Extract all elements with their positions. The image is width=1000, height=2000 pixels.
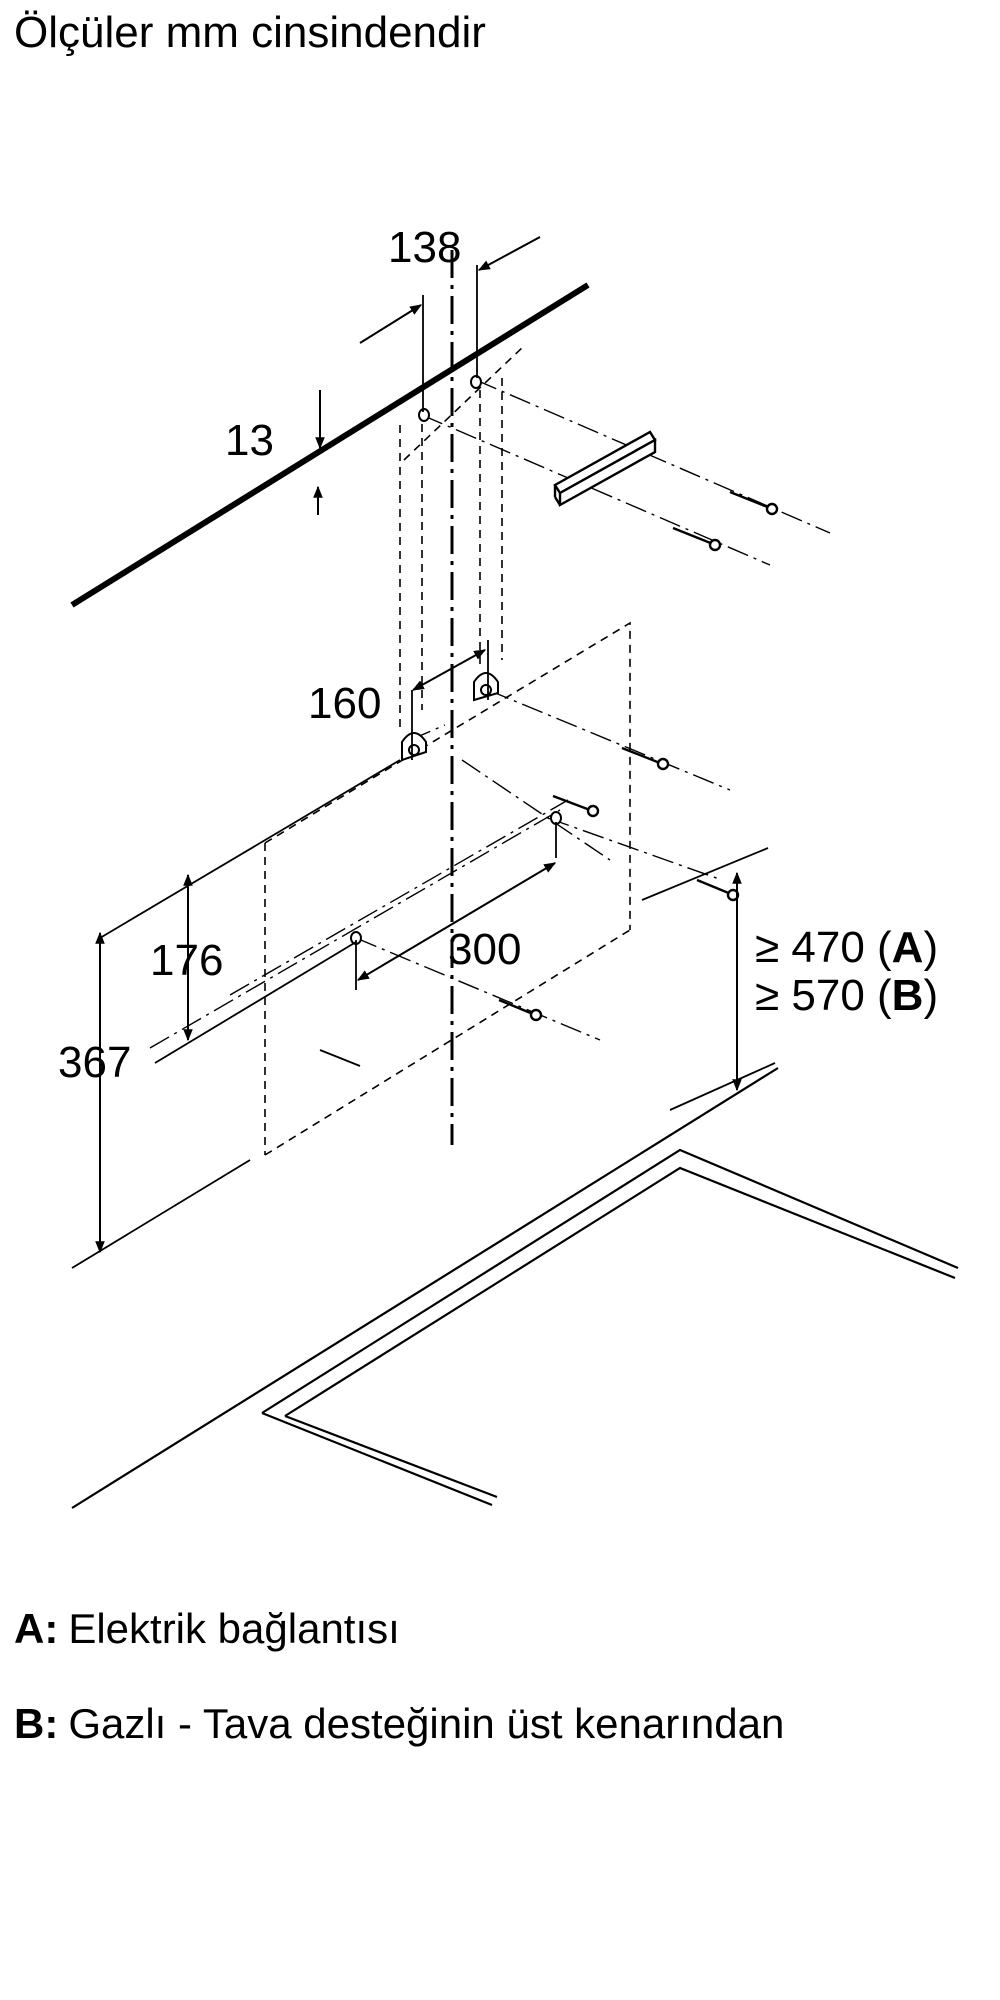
dimension-138: 138 xyxy=(388,223,461,272)
keyhole-hangers xyxy=(401,672,499,762)
dimension-arrows xyxy=(95,236,742,1254)
legend-text-a: Elektrik bağlantısı xyxy=(68,1605,400,1652)
wall-bracket xyxy=(553,430,657,508)
screws xyxy=(498,490,779,1022)
extension-lines xyxy=(71,265,776,1269)
dimension-300: 300 xyxy=(448,925,521,974)
height-b-label: ≥ 570 (B) xyxy=(755,971,938,1020)
height-a-label: ≥ 470 (A) xyxy=(755,923,938,972)
dimension-13: 13 xyxy=(225,416,274,465)
hood-outline xyxy=(264,621,631,1156)
legend-key-b: B: xyxy=(14,1700,59,1747)
dimension-367: 367 xyxy=(58,1038,131,1087)
chimney-outline xyxy=(399,344,526,730)
legend-key-a: A: xyxy=(14,1605,59,1652)
cooktop xyxy=(71,1067,959,1509)
dimension-176: 176 xyxy=(150,936,223,985)
legend-text-b: Gazlı - Tava desteğinin üst kenarından xyxy=(68,1700,785,1747)
legend-item-a: A:Elektrik bağlantısı xyxy=(14,1605,400,1653)
ceiling-line xyxy=(70,282,590,608)
page-title: Ölçüler mm cinsindendir xyxy=(14,8,486,57)
legend-item-b: B:Gazlı - Tava desteğinin üst kenarından xyxy=(14,1700,784,1748)
dimension-160: 160 xyxy=(308,679,381,728)
